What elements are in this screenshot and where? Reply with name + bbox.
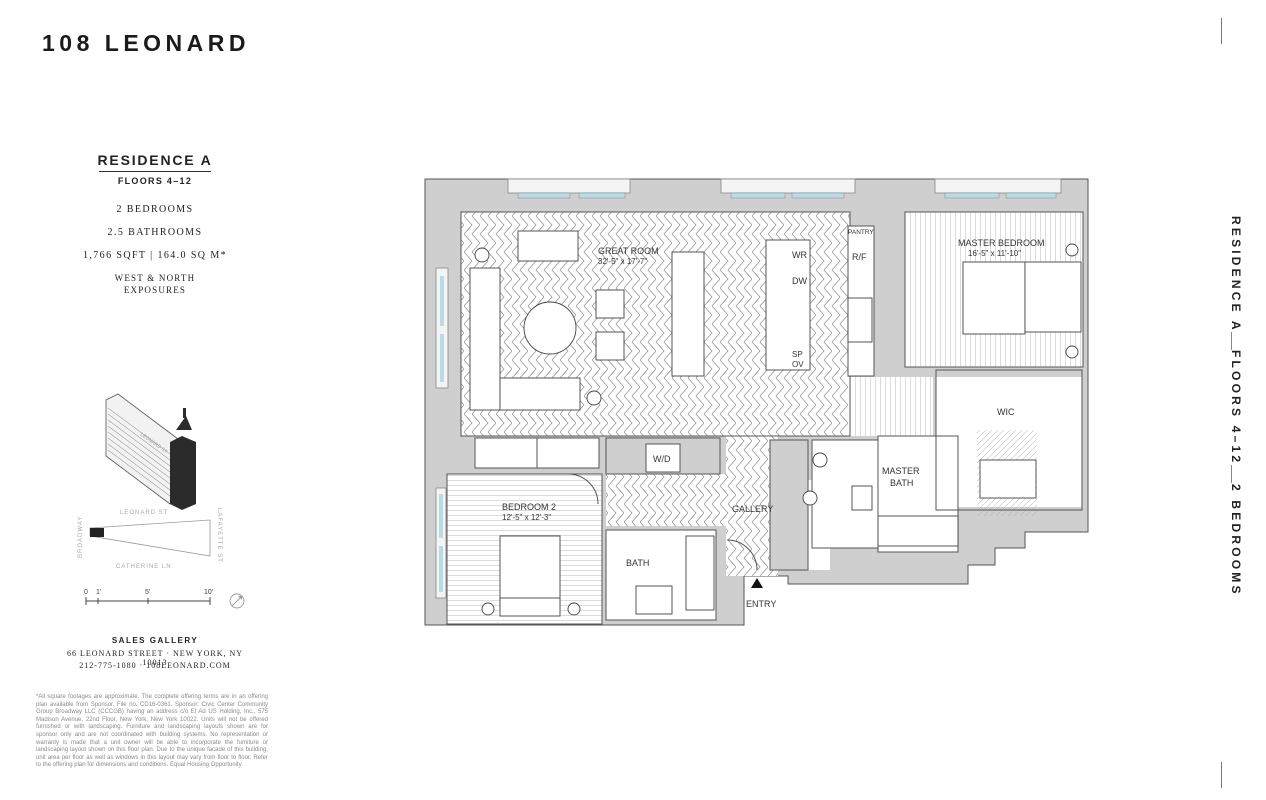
label-entry: ENTRY [746, 599, 776, 609]
side-separator-2 [1231, 465, 1232, 483]
label-speed-oven: SP [792, 350, 803, 359]
scale-tick-5: 5' [145, 589, 150, 596]
side-separator-1 [1231, 332, 1232, 350]
key-street-bottom: CATHERINE LN [116, 564, 172, 570]
building-and-keyplan: LEONARD ST LEONARD ST CATHERINE LN BROAD… [78, 393, 245, 609]
key-street-left: BROADWAY [78, 516, 84, 558]
residence-title: RESIDENCE A [55, 152, 255, 172]
interior-walls [446, 211, 1084, 625]
legal-disclaimer: *All square footages are approximate. Th… [36, 694, 268, 769]
label-master-bath-1: MASTER [882, 466, 920, 476]
sales-address: 66 LEONARD STREET · NEW YORK, NY 10013 [66, 649, 244, 667]
label-washer-dryer: W/D [653, 454, 671, 464]
bedroom-count: 2 BEDROOMS [116, 204, 194, 215]
scale-tick-0: 0 [84, 589, 88, 596]
north-arrow-icon [229, 593, 245, 609]
label-great-room: GREAT ROOM [598, 246, 659, 256]
exposures-line-1: WEST & NORTH [114, 273, 196, 283]
label-refrigerator: R/F [852, 252, 867, 262]
label-wine-refrigerator: WR [792, 250, 807, 260]
brand-logo: 108 LEONARD [42, 30, 250, 56]
corner-mark-bottom [1221, 762, 1222, 788]
exposures: WEST & NORTH EXPOSURES [55, 272, 255, 296]
sales-contact: 212-775-1080 · 108LEONARD.COM [79, 661, 231, 670]
side-bedrooms: 2 BEDROOMS [1229, 484, 1243, 597]
side-residence: RESIDENCE A [1229, 216, 1243, 333]
exposures-line-2: EXPOSURES [123, 285, 187, 295]
side-floors: FLOORS 4–12 [1229, 350, 1243, 466]
label-bedroom-2-dim: 12'-5" x 12'-3" [502, 513, 551, 522]
scale-bar: 0 1' 5' 10' [84, 589, 213, 605]
bathroom-count: 2.5 BATHROOMS [107, 227, 203, 238]
label-master-bedroom: MASTER BEDROOM [958, 238, 1045, 248]
corner-mark-top [1221, 18, 1222, 44]
label-gallery: GALLERY [732, 504, 773, 514]
label-master-bath-2: BATH [890, 478, 913, 488]
key-street-right: LAFAYETTE ST [216, 508, 222, 563]
label-bedroom-2: BEDROOM 2 [502, 502, 556, 512]
entry-arrow-icon [751, 578, 763, 588]
furniture [469, 230, 1082, 617]
label-great-room-dim: 32'-5" x 17'-7" [598, 257, 647, 266]
label-bath: BATH [626, 558, 649, 568]
label-wic: WIC [997, 407, 1015, 417]
label-pantry: PANTRY [848, 229, 874, 236]
sales-gallery-title: SALES GALLERY [111, 636, 199, 645]
key-plan: LEONARD ST CATHERINE LN BROADWAY LAFAYET… [78, 508, 222, 570]
building-render: LEONARD ST [105, 393, 196, 510]
residence-floors: FLOORS 4–12 [117, 176, 193, 186]
scale-tick-1: 1' [96, 589, 101, 596]
label-master-bedroom-dim: 16'-5" x 11'-10" [968, 249, 1021, 258]
key-street-top: LEONARD ST [120, 510, 168, 516]
label-oven: OV [792, 360, 804, 369]
windows [435, 178, 1062, 599]
side-strip: RESIDENCE A FLOORS 4–12 2 BEDROOMS [1221, 200, 1243, 610]
unit-area: 1,766 SQFT | 164.0 SQ M* [82, 250, 228, 261]
scale-tick-10: 10' [204, 589, 213, 596]
room-labels: GREAT ROOM 32'-5" x 17'-7" MASTER BEDROO… [502, 229, 1045, 609]
label-dishwasher: DW [792, 276, 807, 286]
